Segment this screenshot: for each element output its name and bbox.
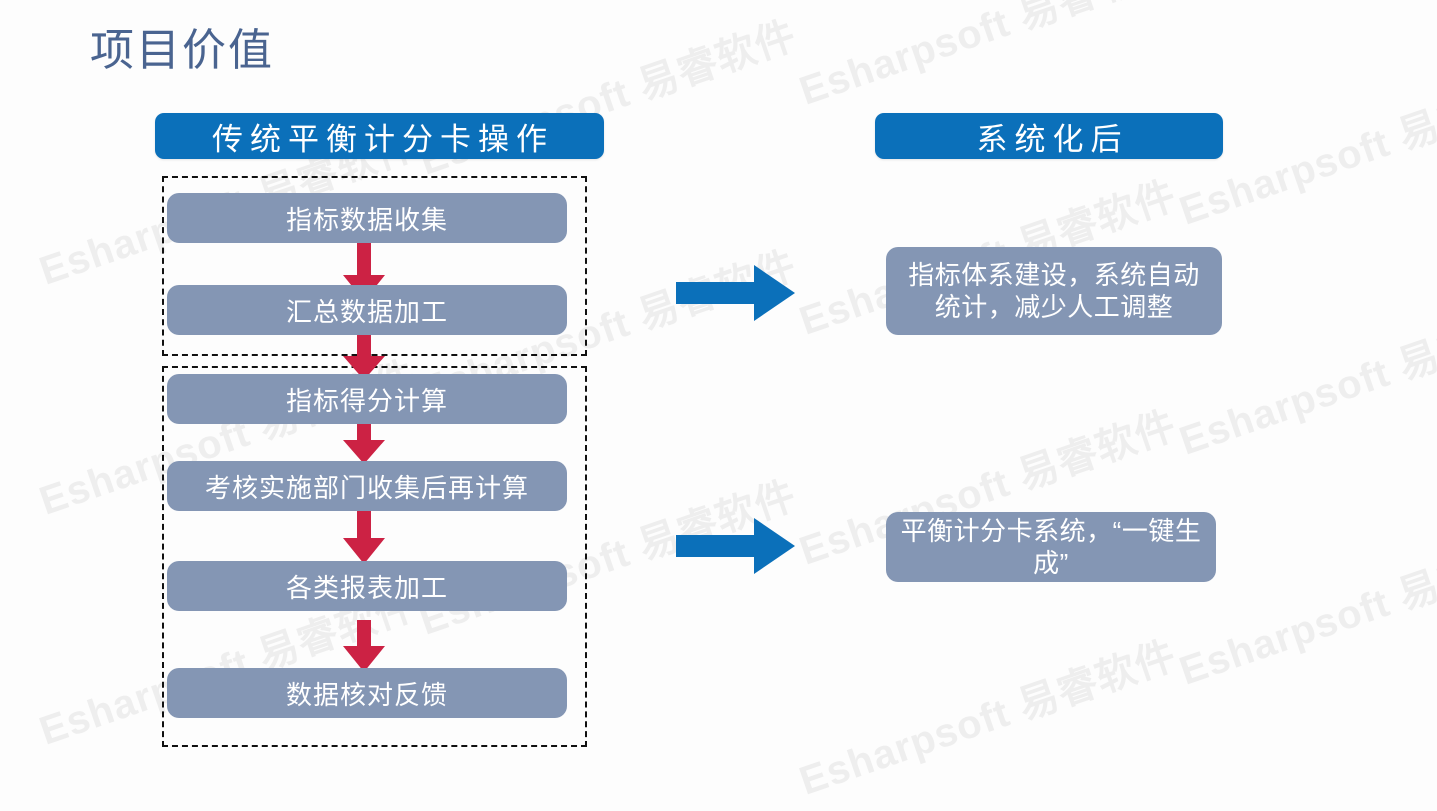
- arrow-down-icon: [343, 620, 385, 672]
- flow-step-box: 汇总数据加工: [167, 285, 567, 335]
- arrow-right-block-icon: [676, 265, 795, 321]
- result-box: 平衡计分卡系统，“一键生成”: [886, 512, 1216, 582]
- banner-systemized: 系统化后: [875, 113, 1223, 159]
- arrow-right-block-icon: [676, 518, 795, 574]
- result-box: 指标体系建设，系统自动统计，减少人工调整: [886, 247, 1222, 335]
- banner-traditional-process: 传统平衡计分卡操作: [155, 113, 604, 159]
- flow-step-box: 考核实施部门收集后再计算: [167, 461, 567, 511]
- page-title: 项目价值: [90, 26, 274, 75]
- flow-step-box: 指标数据收集: [167, 193, 567, 243]
- arrow-down-icon: [343, 510, 385, 564]
- watermark-text: Esharpsoft 易睿软件: [794, 633, 1182, 804]
- flow-step-box: 指标得分计算: [167, 374, 567, 424]
- arrow-down-icon: [343, 332, 385, 380]
- watermark-text: Esharpsoft 易睿软件: [794, 0, 1182, 114]
- arrow-down-icon: [343, 422, 385, 464]
- flow-step-box: 各类报表加工: [167, 561, 567, 611]
- flow-step-box: 数据核对反馈: [167, 668, 567, 718]
- dashed-group-data-collection: [162, 176, 587, 356]
